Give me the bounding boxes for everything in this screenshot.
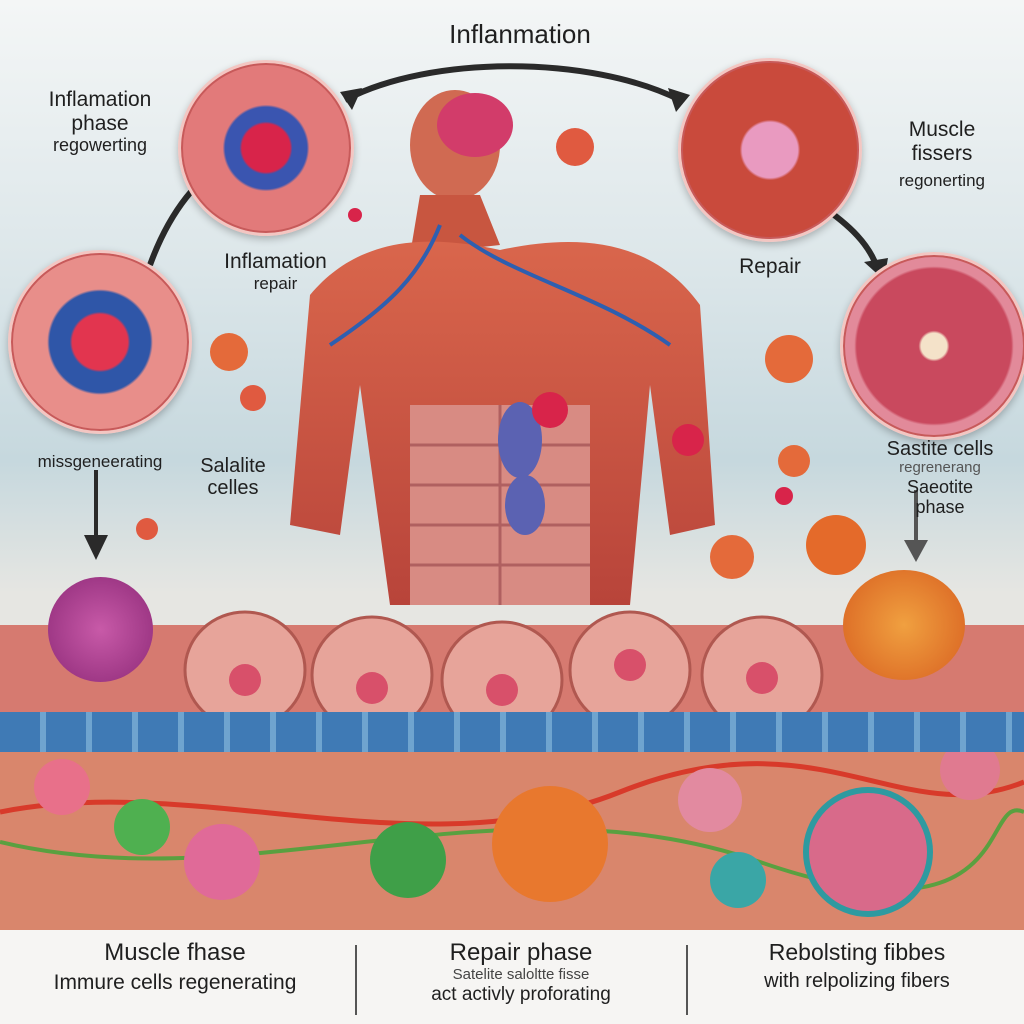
immune-cell (778, 445, 810, 477)
immune-cell (240, 385, 266, 411)
label-inflammation-phase: Inflamation phase regowerting (48, 88, 152, 156)
label-satellite-left: Salalite celles (200, 455, 266, 500)
caption-rebuilding-fibers: Rebolsting fibbes with relpolizing fiber… (764, 939, 950, 992)
label-regenerating-left: missgeneerating (37, 452, 163, 471)
label-inflammation-repair: Inflamation repair (224, 250, 327, 293)
immune-cell (348, 208, 362, 222)
satellite-cells-circle (840, 252, 1024, 440)
label-repair: Repair (739, 255, 801, 278)
cycle-arrows (84, 63, 928, 562)
tissue-details (0, 752, 1024, 917)
satellite-cell-orange (843, 570, 965, 680)
muscle-fibers-circle (678, 58, 862, 242)
label-muscle-fibers: Muscle fissers regonerting (898, 118, 985, 191)
immune-cell (765, 335, 813, 383)
immune-cell (775, 487, 793, 505)
caption-repair-phase: Repair phase Satelite saloltte fisse act… (431, 939, 611, 1005)
divider (686, 945, 688, 1015)
label-satellite-right: Sastite cells regrenerang Saeotite phase (886, 438, 994, 518)
immune-cell (210, 333, 248, 371)
caption-muscle-phase: Muscle fhase Immure cells regenerating (53, 939, 297, 994)
inflammation-phase-circle (178, 60, 354, 236)
purple-cell (48, 577, 153, 682)
divider (355, 945, 357, 1015)
diagram-title: Inflanmation (449, 19, 591, 49)
muscular-figure (290, 90, 715, 605)
immune-cell (136, 518, 158, 540)
immune-cell (710, 535, 754, 579)
bottom-captions (0, 930, 1024, 1024)
inflammation-repair-circle (8, 250, 192, 434)
vessel-layer (0, 712, 1024, 752)
immune-cell (806, 515, 866, 575)
immune-cell (556, 128, 594, 166)
